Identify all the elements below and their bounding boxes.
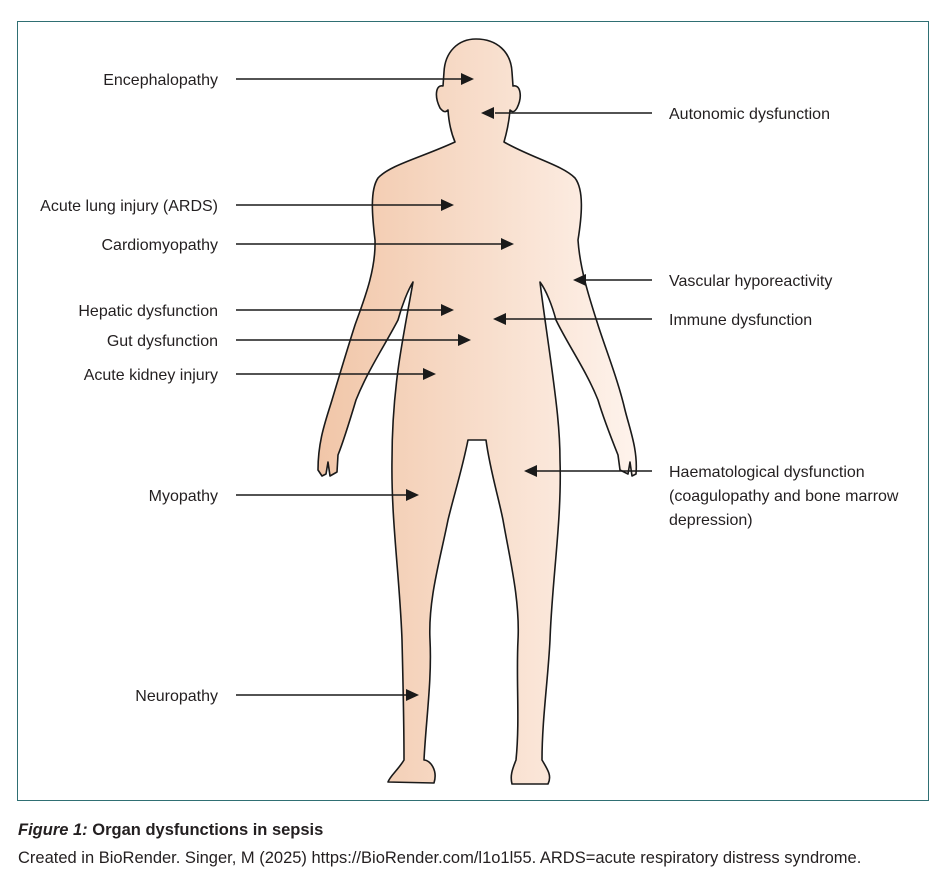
body-diagram: Encephalopathy Acute lung injury (ARDS) … (40, 38, 899, 785)
label-acute-kidney-injury: Acute kidney injury (84, 367, 218, 384)
arrows (236, 73, 652, 701)
human-body-silhouette (317, 38, 638, 785)
label-cardiomyopathy: Cardiomyopathy (102, 237, 219, 254)
figure-number: Figure 1: (18, 821, 88, 839)
label-immune-dysfunction: Immune dysfunction (669, 312, 812, 329)
arrow-autonomic-dysfunction (481, 107, 652, 119)
arrow-acute-lung-injury (236, 199, 454, 211)
label-encephalopathy: Encephalopathy (103, 72, 218, 89)
arrow-neuropathy (236, 689, 419, 701)
arrow-acute-kidney-injury (236, 368, 436, 380)
label-myopathy: Myopathy (149, 488, 218, 505)
arrow-hepatic-dysfunction (236, 304, 454, 316)
arrow-haematological-dysfunction (524, 465, 652, 477)
arrow-encephalopathy (236, 73, 474, 85)
label-neuropathy: Neuropathy (135, 688, 218, 705)
label-haematological-dysfunction-line3: depression) (669, 512, 753, 529)
label-hepatic-dysfunction: Hepatic dysfunction (78, 303, 218, 320)
figure-credit: Created in BioRender. Singer, M (2025) h… (18, 849, 862, 867)
arrow-myopathy (236, 489, 419, 501)
right-labels: Autonomic dysfunction Vascular hyporeact… (669, 106, 899, 529)
arrow-immune-dysfunction (493, 313, 652, 325)
label-vascular-hyporeactivity: Vascular hyporeactivity (669, 273, 832, 290)
label-acute-lung-injury: Acute lung injury (ARDS) (40, 198, 218, 215)
label-autonomic-dysfunction: Autonomic dysfunction (669, 106, 830, 123)
arrow-cardiomyopathy (236, 238, 514, 250)
arrow-gut-dysfunction (236, 334, 471, 346)
figure-title: Organ dysfunctions in sepsis (87, 821, 324, 839)
label-gut-dysfunction: Gut dysfunction (107, 333, 218, 350)
label-haematological-dysfunction-line1: Haematological dysfunction (669, 464, 865, 481)
figure-caption: Figure 1: Organ dysfunctions in sepsis (18, 821, 323, 840)
left-labels: Encephalopathy Acute lung injury (ARDS) … (40, 72, 218, 705)
arrow-vascular-hyporeactivity (573, 274, 652, 286)
label-haematological-dysfunction-line2: (coagulopathy and bone marrow (669, 488, 899, 505)
